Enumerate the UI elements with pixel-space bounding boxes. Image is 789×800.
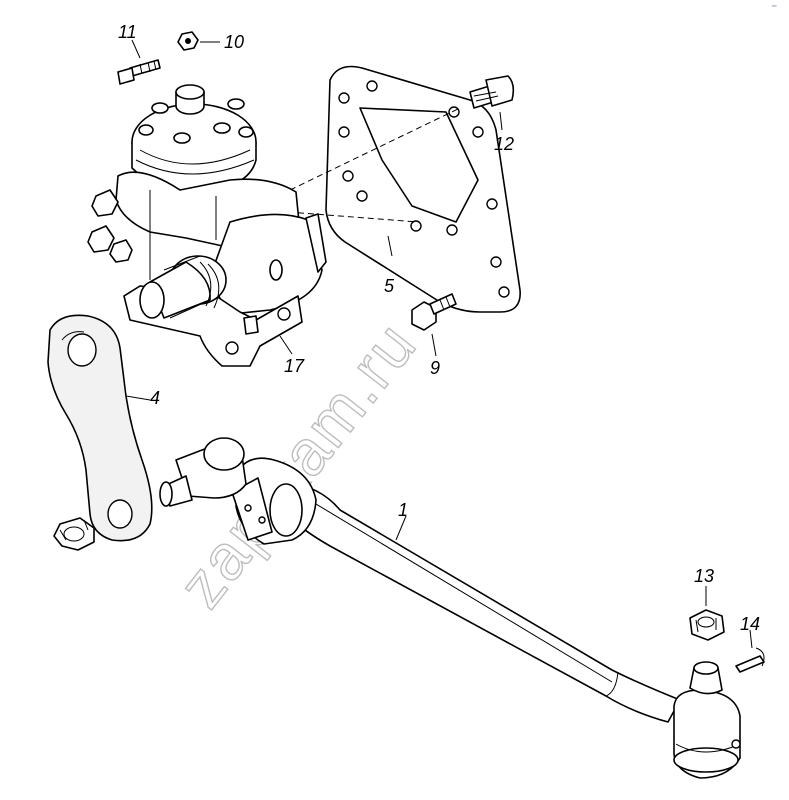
nut-10 <box>177 31 199 51</box>
callout-4: 4 <box>150 388 160 408</box>
bolt-11 <box>117 59 161 85</box>
alignment-line <box>287 211 419 223</box>
castle-nut-13 <box>689 609 725 641</box>
gasket-plate <box>325 65 521 313</box>
bolt-12 <box>469 75 515 109</box>
callout-1: 1 <box>398 500 408 520</box>
callout-11: 11 <box>118 22 137 42</box>
steering-gear-17 <box>87 84 327 367</box>
leader-lines <box>125 39 753 649</box>
corner-mark: ⁻ <box>771 1 777 15</box>
drag-link-1 <box>159 437 741 779</box>
castle-nut-left <box>53 517 95 551</box>
callout-10: 10 <box>224 32 244 52</box>
bolt-9 <box>411 293 457 331</box>
callout-5: 5 <box>384 276 395 296</box>
callout-9: 9 <box>430 358 440 378</box>
callout-14: 14 <box>740 614 760 634</box>
callout-17: 17 <box>284 356 305 376</box>
callout-13: 13 <box>694 566 714 586</box>
alignment-line <box>289 107 461 191</box>
pitman-arm-4 <box>47 314 153 542</box>
cotter-pin-14 <box>735 647 765 673</box>
callout-12: 12 <box>494 134 514 154</box>
